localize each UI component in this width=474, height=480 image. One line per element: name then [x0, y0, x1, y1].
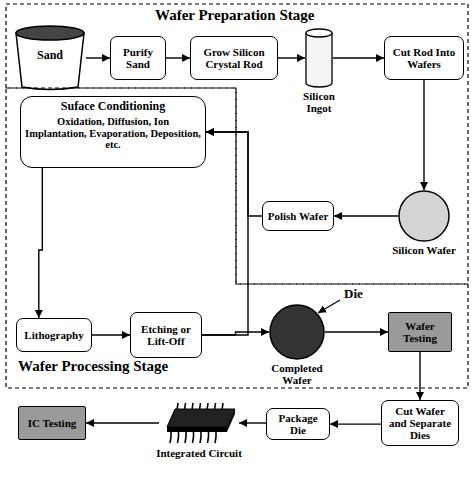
box-label: Cut Wafer and Separate Dies	[386, 405, 454, 441]
die-leader	[318, 300, 340, 313]
text-holder: Integrated Circuit	[156, 447, 242, 459]
process-box: IC Testing	[18, 406, 86, 440]
box-label: Silicon Wafer	[386, 244, 462, 256]
shape-body	[305, 28, 333, 88]
process-box: Polish Wafer	[262, 201, 334, 231]
box-label: Lithography	[21, 329, 87, 341]
flow-arrow	[334, 215, 398, 216]
flow-arrow	[39, 168, 43, 318]
wafer-disc: Silicon Wafer	[386, 190, 462, 256]
flow-arrow	[92, 334, 130, 335]
flow-arrow	[333, 57, 384, 58]
process-box: Lithography	[16, 318, 92, 352]
flow-arrow	[325, 331, 388, 332]
flow-arrow	[86, 422, 159, 423]
text-holder: Completed Wafer	[262, 362, 332, 386]
flow-arrow	[202, 332, 269, 335]
flow-arrow	[239, 422, 266, 423]
box-label: Etching or Lift-Off	[135, 323, 197, 347]
box-label: Grow Silicon Crystal Rod	[195, 46, 273, 70]
stage-region: Wafer Processing Stage Suface Conditionin…	[6, 88, 468, 388]
stage-title: Wafer Processing Stage	[18, 358, 168, 375]
box-label: Purify Sand	[115, 46, 161, 70]
box-label: Cut Rod Into Wafers	[389, 46, 459, 70]
box-label: Package Die	[271, 412, 325, 436]
box-label: Oxidation, Diffusion, Ion Implantation, …	[25, 116, 201, 151]
wafer-disc: Completed Wafer	[262, 304, 332, 386]
flow-arrow	[166, 57, 190, 58]
box-label: Suface Conditioning	[25, 100, 201, 113]
shape-body	[159, 401, 239, 445]
box-label: Silicon Ingot	[296, 90, 342, 114]
shape-body	[269, 304, 325, 360]
stage-title: Wafer Preparation Stage	[155, 7, 314, 24]
flow-arrow	[202, 132, 248, 335]
box-label: Polish Wafer	[267, 210, 329, 222]
box-label: Integrated Circuit	[156, 447, 242, 459]
process-box: Cut Rod Into Wafers	[384, 36, 464, 80]
process-box: Etching or Lift-Off	[130, 312, 202, 358]
shape-body	[398, 190, 450, 242]
title-holder: Wafer Preparation Stage	[155, 7, 314, 24]
text-holder: Silicon Ingot	[296, 90, 342, 114]
flow-arrow	[419, 352, 420, 400]
chip-drawing	[159, 401, 239, 445]
callout-label: Die	[343, 287, 364, 301]
flow-arrow	[278, 57, 305, 58]
disc-drawing	[398, 190, 450, 242]
ic-chip: Integrated Circuit	[156, 401, 242, 459]
flow-arrow	[206, 132, 262, 216]
text-holder: Sand	[14, 49, 86, 62]
process-box: Cut Wafer and Separate Dies	[381, 400, 459, 446]
flow-arrow	[330, 423, 381, 424]
box-label: Sand	[14, 49, 86, 62]
flow-arrow	[423, 80, 424, 190]
title-holder: Wafer Processing Stage	[18, 358, 168, 375]
process-box: Purify Sand	[110, 36, 166, 80]
ingot-cylinder: Silicon Ingot	[296, 28, 342, 114]
sand-bucket: Sand	[14, 25, 86, 91]
shape-body: Sand	[14, 25, 86, 91]
process-box: Wafer Testing	[388, 312, 452, 352]
process-box: Suface ConditioningOxidation, Diffusion,…	[20, 96, 206, 168]
process-box: Package Die	[266, 408, 330, 440]
text-holder: Silicon Wafer	[386, 244, 462, 256]
cyl-drawing	[305, 28, 333, 88]
box-label: Completed Wafer	[262, 362, 332, 386]
disc-drawing	[269, 304, 325, 360]
process-box: Grow Silicon Crystal Rod	[190, 36, 278, 80]
flow-arrow	[86, 57, 110, 58]
box-label: Wafer Testing	[393, 320, 447, 344]
box-label: IC Testing	[23, 417, 81, 429]
